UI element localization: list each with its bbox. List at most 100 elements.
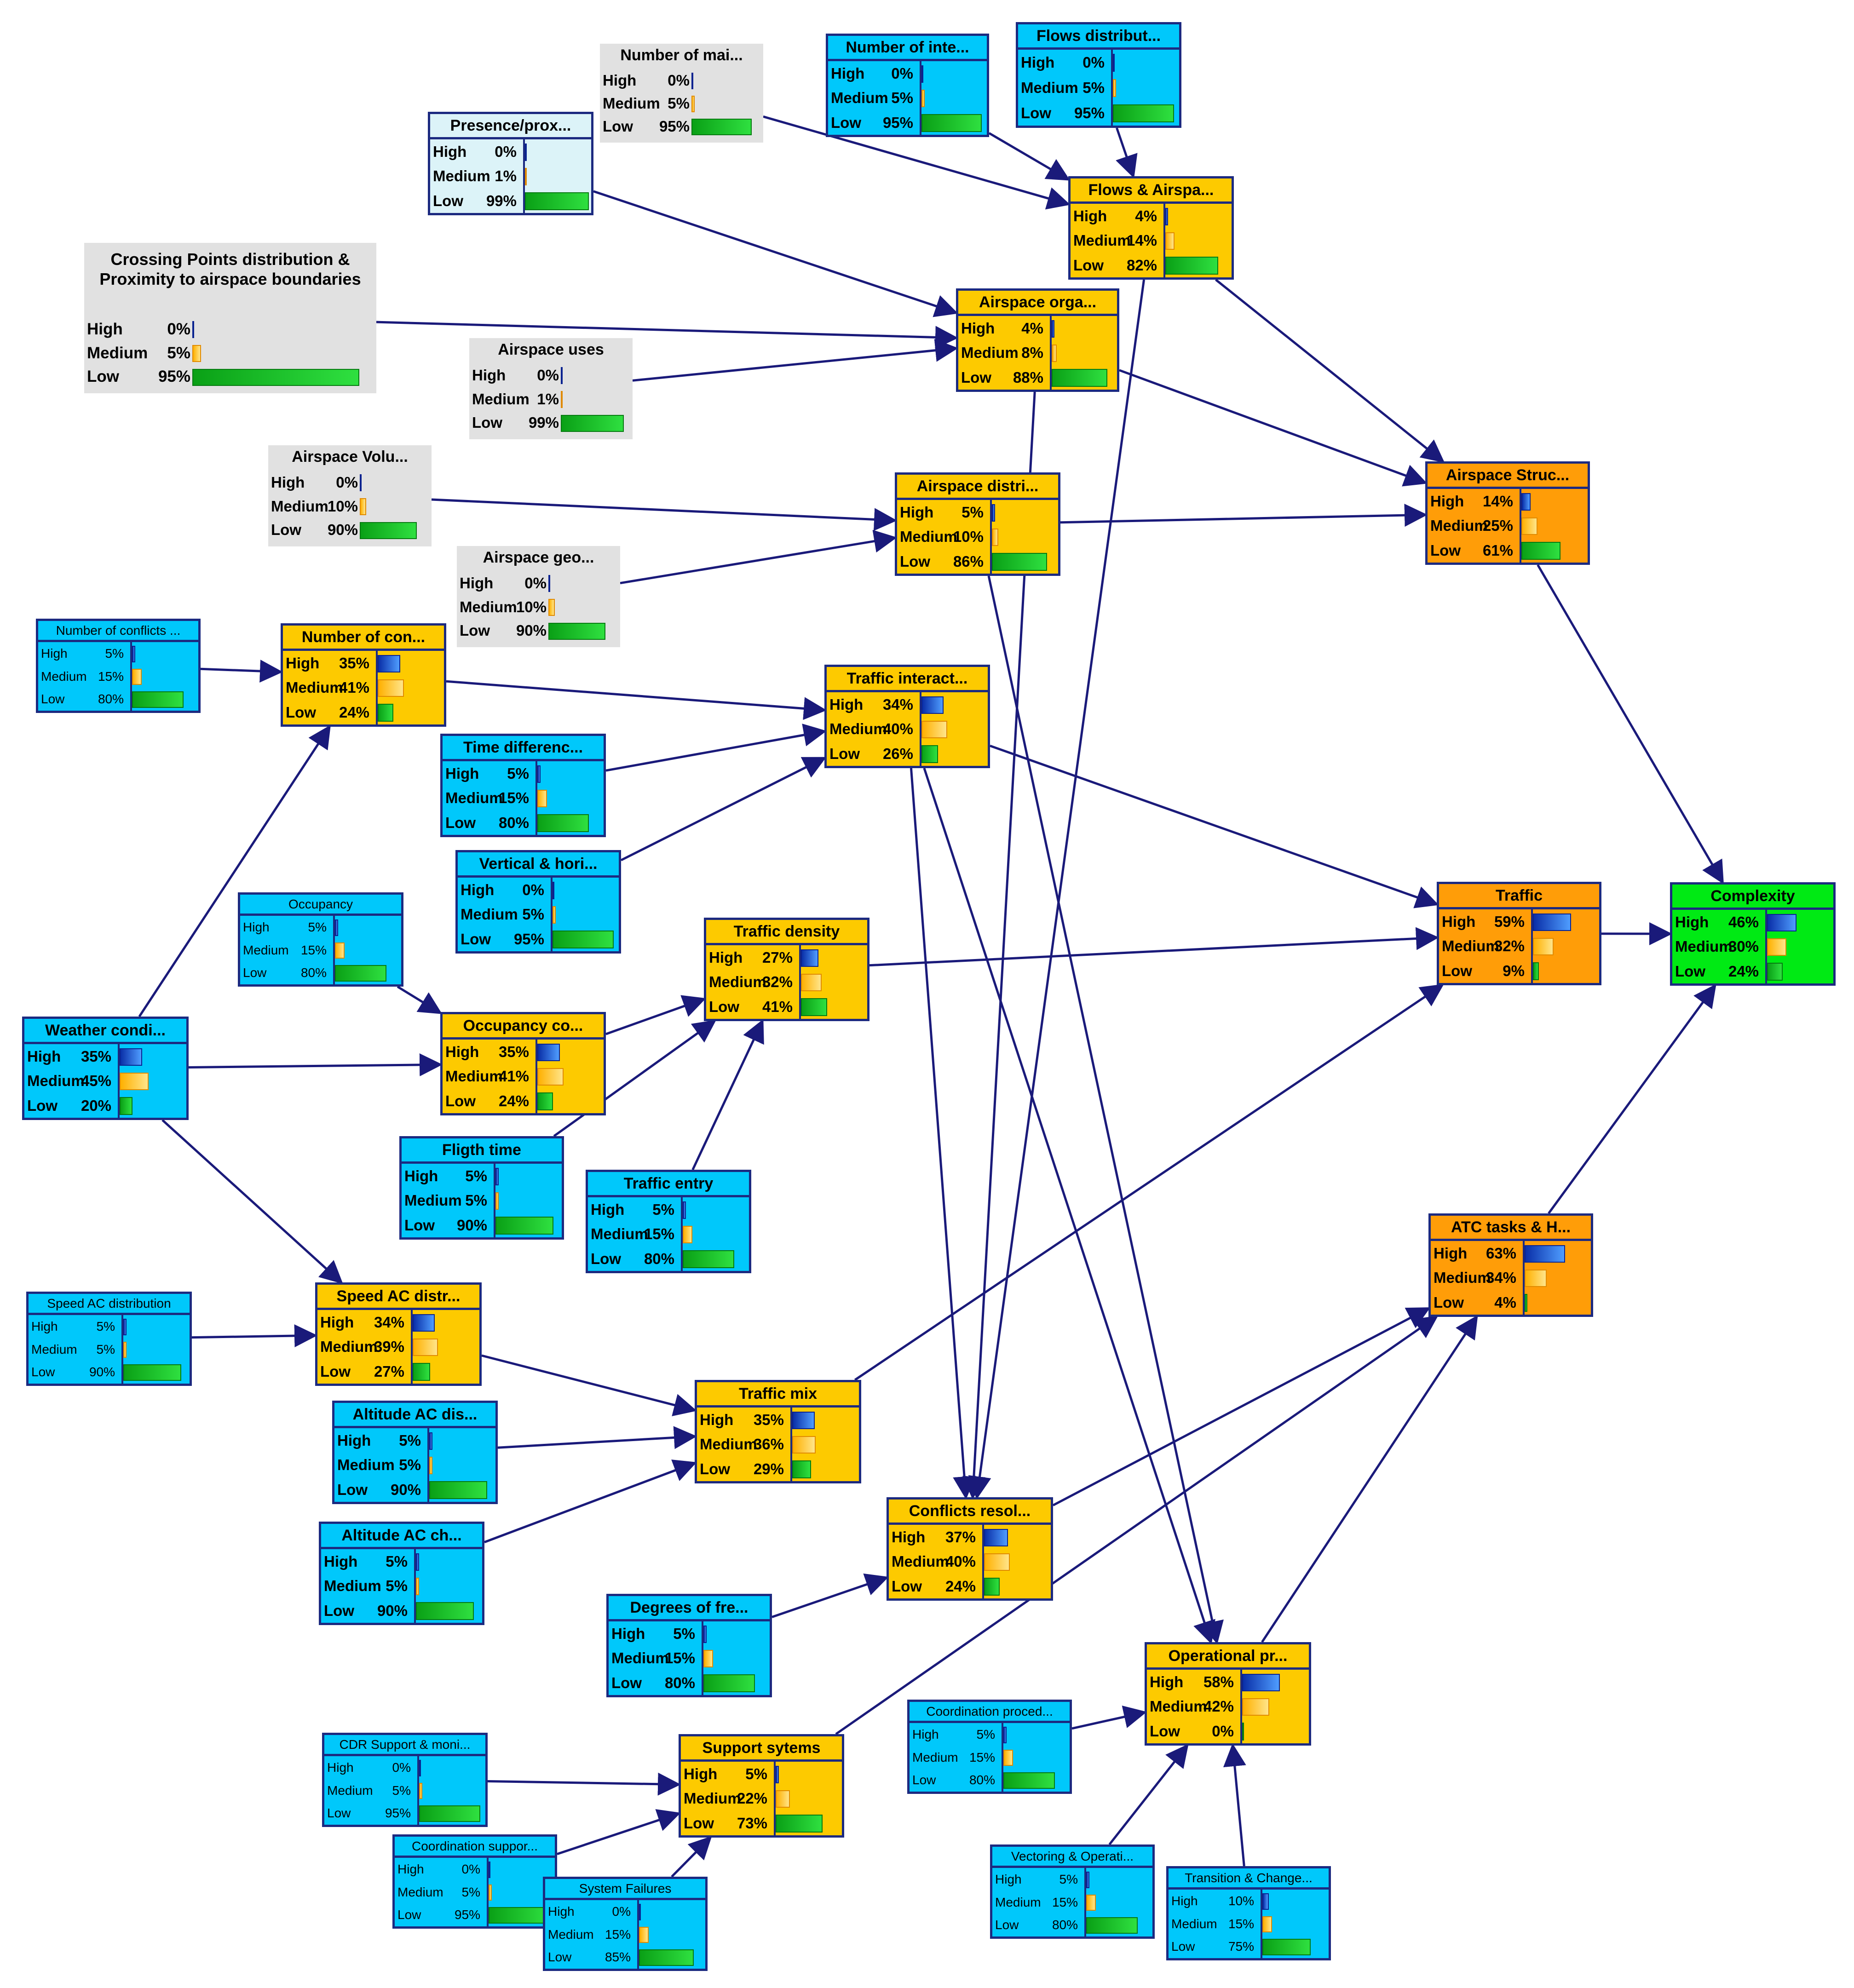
state-percent: 5% (96, 1342, 115, 1356)
bar-zone (427, 1428, 495, 1502)
node-title: Flows distribut... (1018, 24, 1179, 50)
probability-bar-high (1113, 53, 1115, 72)
probability-bar-high (1086, 1871, 1089, 1888)
state-label: Low (684, 1814, 714, 1832)
state-percent: 4% (1135, 207, 1157, 224)
bar-zone (130, 642, 198, 711)
probability-bar-medium (419, 1782, 422, 1799)
node-title: Coordination proced... (910, 1702, 1070, 1723)
probability-bar-high (792, 1411, 815, 1429)
state-label: High (460, 575, 494, 592)
probability-bar-medium (132, 668, 142, 685)
bar-zone (121, 1315, 190, 1384)
state-percent: 34% (374, 1314, 404, 1331)
state-percent: 95% (659, 118, 690, 135)
state-percent: 5% (745, 1765, 767, 1782)
probability-bar-medium (1113, 79, 1116, 98)
probability-bar-medium (429, 1456, 432, 1475)
state-percent: 0% (336, 474, 358, 491)
edge-atc-tasks-to-complexity (1548, 983, 1716, 1214)
state-percent: 61% (1482, 541, 1513, 559)
state-label: High (433, 143, 467, 160)
node-crossing-points[interactable]: Crossing Points distribution & Proximity… (84, 243, 376, 393)
state-label: High (1021, 54, 1055, 71)
probability-bar-high (537, 1043, 560, 1061)
state-label: Low (961, 368, 991, 386)
state-label: Low (397, 1908, 421, 1922)
state-percent: 4% (1494, 1293, 1516, 1311)
state-percent: 90% (390, 1481, 421, 1498)
probability-bar-medium (691, 96, 695, 112)
probability-bar-medium (1003, 1749, 1013, 1766)
node-title: Number of con... (283, 626, 444, 651)
state-percent: 24% (498, 1092, 529, 1109)
probability-bar-high (1767, 914, 1797, 931)
state-label: Low (1430, 541, 1461, 559)
probability-bar-medium (561, 391, 563, 408)
bar-zone (411, 1310, 479, 1384)
probability-bar-high (525, 143, 527, 161)
state-percent: 45% (81, 1072, 111, 1090)
state-label: Medium (684, 1790, 741, 1807)
state-percent: 20% (81, 1097, 111, 1114)
node-title: Airspace orga... (958, 291, 1117, 316)
probability-bar-low (561, 414, 624, 432)
edge-crossing-points-to-airspace-orga (376, 321, 958, 349)
bar-zone (535, 1040, 604, 1113)
bar-zone (1240, 1670, 1309, 1743)
node-title: Operational pr... (1147, 1644, 1309, 1670)
edge-occupancy-to-occupancy-co (397, 985, 443, 1014)
